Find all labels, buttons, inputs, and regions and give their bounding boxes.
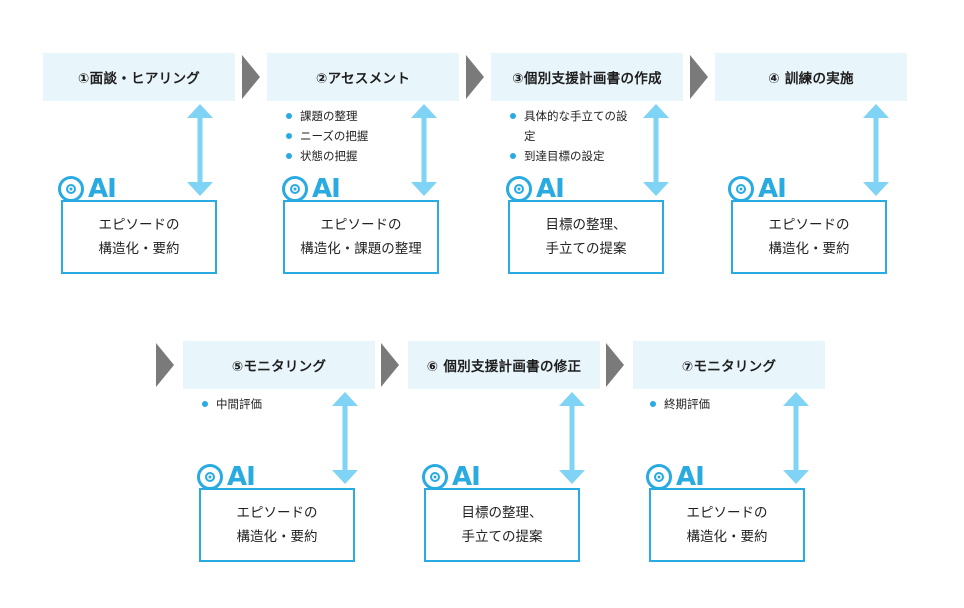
step-5-header: ⑤モニタリング xyxy=(183,341,375,389)
link-arrow-5 xyxy=(332,392,358,484)
step-2-output-box: エピソードの 構造化・課題の整理 xyxy=(283,200,439,274)
bullet-item: 中間評価 xyxy=(202,394,262,414)
flow-arrow-2-3 xyxy=(466,55,484,99)
ai-label: AI xyxy=(88,174,117,204)
ai-head-gear-icon xyxy=(728,176,754,202)
step-2-ai-badge: AI xyxy=(282,172,341,206)
output-line-1: 目標の整理、 xyxy=(545,217,627,233)
flow-arrow-6-7 xyxy=(606,343,624,387)
step-5-output-box: エピソードの 構造化・要約 xyxy=(199,488,355,562)
link-arrow-4 xyxy=(863,104,889,196)
step-5-bullets: 中間評価 xyxy=(202,394,262,414)
bullet-item: ニーズの把握 xyxy=(286,126,368,146)
ai-label: AI xyxy=(676,462,705,492)
flow-arrow-5-6 xyxy=(381,343,399,387)
output-line-2: 構造化・要約 xyxy=(236,529,318,545)
ai-head-gear-icon xyxy=(646,464,672,490)
flow-arrow-3-4 xyxy=(690,55,708,99)
ai-head-gear-icon xyxy=(282,176,308,202)
ai-label: AI xyxy=(452,462,481,492)
step-7-output-box: エピソードの 構造化・要約 xyxy=(649,488,805,562)
flow-arrow-row2-start xyxy=(156,343,174,387)
ai-head-gear-icon xyxy=(58,176,84,202)
bullet-item: 到達目標の設定 xyxy=(510,146,630,166)
step-4-header: ④ 訓練の実施 xyxy=(715,53,907,101)
output-line-1: エピソードの xyxy=(768,217,850,233)
step-7-bullets: 終期評価 xyxy=(650,394,710,414)
bullet-item: 終期評価 xyxy=(650,394,710,414)
ai-head-gear-icon xyxy=(422,464,448,490)
step-6-output-box: 目標の整理、 手立ての提案 xyxy=(424,488,580,562)
step-3-bullets: 具体的な手立ての設定 到達目標の設定 xyxy=(510,106,630,166)
output-line-1: エピソードの xyxy=(98,217,180,233)
bullet-item: 状態の把握 xyxy=(286,146,368,166)
link-arrow-6 xyxy=(559,392,585,484)
output-line-2: 構造化・課題の整理 xyxy=(300,241,422,257)
output-line-1: 目標の整理、 xyxy=(461,505,543,521)
link-arrow-3 xyxy=(643,104,669,196)
step-1-header: ①面談・ヒアリング xyxy=(43,53,235,101)
output-line-1: エピソードの xyxy=(320,217,402,233)
output-line-2: 構造化・要約 xyxy=(98,241,180,257)
link-arrow-1 xyxy=(187,104,213,196)
output-line-2: 手立ての提案 xyxy=(461,529,543,545)
ai-head-gear-icon xyxy=(197,464,223,490)
ai-head-gear-icon xyxy=(506,176,532,202)
step-7-ai-badge: AI xyxy=(646,460,705,494)
ai-label: AI xyxy=(312,174,341,204)
output-line-2: 手立ての提案 xyxy=(545,241,627,257)
step-1-ai-badge: AI xyxy=(58,172,117,206)
step-1-output-box: エピソードの 構造化・要約 xyxy=(61,200,217,274)
ai-label: AI xyxy=(227,462,256,492)
step-4-output-box: エピソードの 構造化・要約 xyxy=(731,200,887,274)
flow-arrow-1-2 xyxy=(242,55,260,99)
step-7-header: ⑦モニタリング xyxy=(633,341,825,389)
ai-label: AI xyxy=(536,174,565,204)
output-line-2: 構造化・要約 xyxy=(686,529,768,545)
step-2-bullets: 課題の整理 ニーズの把握 状態の把握 xyxy=(286,106,368,166)
link-arrow-2 xyxy=(411,104,437,196)
output-line-1: エピソードの xyxy=(236,505,318,521)
step-6-header: ⑥ 個別支援計画書の修正 xyxy=(408,341,600,389)
output-line-1: エピソードの xyxy=(686,505,768,521)
step-2-header: ②アセスメント xyxy=(267,53,459,101)
step-3-header: ③個別支援計画書の作成 xyxy=(491,53,683,101)
bullet-item: 具体的な手立ての設定 xyxy=(510,106,630,146)
step-3-output-box: 目標の整理、 手立ての提案 xyxy=(508,200,664,274)
link-arrow-7 xyxy=(783,392,809,484)
ai-label: AI xyxy=(758,174,787,204)
output-line-2: 構造化・要約 xyxy=(768,241,850,257)
bullet-item: 課題の整理 xyxy=(286,106,368,126)
